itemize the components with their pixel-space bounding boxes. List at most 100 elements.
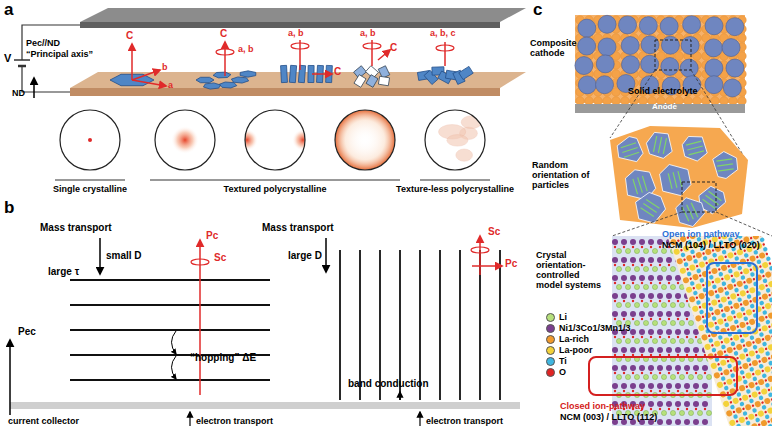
label: b <box>162 62 168 72</box>
crystal-grain <box>196 77 214 82</box>
pole-intensity <box>335 110 395 170</box>
line <box>70 304 270 306</box>
line <box>479 236 481 275</box>
pole-intensity <box>236 129 314 151</box>
label: c <box>533 0 542 19</box>
line <box>633 179 638 194</box>
label: Anode <box>652 103 677 112</box>
legend-swatch <box>546 346 555 355</box>
line <box>18 65 26 68</box>
legend-entry: La-poor <box>546 345 593 355</box>
pathway-box: Open ion pathwayNCM (104) / LLTO (020) <box>706 262 758 334</box>
line <box>378 50 390 60</box>
box-label: Open ion pathway <box>662 230 740 240</box>
label: Sc <box>214 252 226 263</box>
box-label: NCM (003) / LLTO (112) <box>560 413 657 423</box>
pole-intensity <box>171 126 199 154</box>
label: C <box>220 28 227 39</box>
anode <box>575 104 745 113</box>
label: C <box>126 30 133 41</box>
label: a <box>4 0 13 19</box>
line <box>663 138 666 154</box>
legend-entry: Li <box>546 312 567 322</box>
line <box>132 80 166 86</box>
random-particles <box>610 126 748 228</box>
line <box>312 73 332 75</box>
label: small D <box>106 250 142 261</box>
line <box>224 42 226 76</box>
label: a <box>168 80 173 90</box>
legend-swatch <box>546 335 555 344</box>
pole-figure <box>425 110 485 170</box>
legend-swatch <box>546 324 555 333</box>
line <box>14 59 30 61</box>
line <box>379 250 381 400</box>
pole-intensity <box>88 138 92 142</box>
line <box>499 250 501 400</box>
pole-figure-outline <box>425 110 485 170</box>
label: a, b, c <box>430 28 456 38</box>
legend-text: Ti <box>559 356 567 366</box>
crystal-grain <box>219 82 237 88</box>
line <box>419 412 420 426</box>
label: Pc <box>206 230 218 241</box>
label: Sc <box>488 226 500 237</box>
line <box>33 78 35 98</box>
legend-text: Ni1/3Co1/3Mn1/3 <box>559 323 631 333</box>
label: a, b <box>360 28 376 38</box>
label: current collector <box>8 416 79 426</box>
label: Texture-less polycrystalline <box>396 184 514 194</box>
legend-entry: O <box>546 367 566 377</box>
line <box>668 173 672 189</box>
crystal-grain <box>289 65 296 82</box>
rotation-ring <box>216 49 234 55</box>
box-label: Closed ion-pathway <box>560 402 645 412</box>
line <box>70 329 270 331</box>
legend-text: Li <box>559 312 567 322</box>
rotation-ring <box>191 259 209 265</box>
line <box>70 379 270 381</box>
label: Crystal orientation-controlled model sys… <box>536 250 608 290</box>
label: V <box>4 52 11 64</box>
legend-text: La-poor <box>559 345 593 355</box>
legend-swatch <box>546 368 555 377</box>
legend-swatch <box>546 313 555 322</box>
label: Pec//ND <box>26 38 60 48</box>
line <box>689 151 704 155</box>
crystal-grain <box>281 65 288 82</box>
particle <box>617 137 643 162</box>
line <box>150 180 400 181</box>
label: large D <box>288 250 322 261</box>
bottom-plate <box>70 88 500 96</box>
label: band conduction <box>348 378 429 389</box>
line <box>658 137 661 153</box>
line <box>718 169 734 171</box>
pole-figure <box>155 110 215 170</box>
current-collector <box>10 402 520 409</box>
line <box>199 240 201 395</box>
legend-text: La-rich <box>559 334 589 344</box>
line <box>339 250 341 400</box>
particle <box>636 192 666 223</box>
line <box>641 208 654 217</box>
pole-intensity <box>439 116 482 161</box>
pole-figure-outline <box>335 110 395 170</box>
label: a, b <box>238 44 254 54</box>
label: Solid electrolyte <box>628 86 698 96</box>
legend-entry: Ti <box>546 356 567 366</box>
line <box>653 136 656 152</box>
rotation-ring <box>291 43 309 49</box>
label: large τ <box>48 266 79 277</box>
artwork <box>10 8 780 434</box>
label: Composite cathode <box>530 38 578 58</box>
hopping-arrow <box>172 356 177 379</box>
line <box>99 238 101 274</box>
line <box>132 70 160 80</box>
legend-text: O <box>559 367 566 377</box>
legend-entry: Ni1/3Co1/3Mn1/3 <box>546 323 631 333</box>
label: a, b <box>288 28 304 38</box>
crystal-grain <box>240 71 256 77</box>
pole-figure <box>335 110 395 170</box>
particle <box>646 132 672 158</box>
